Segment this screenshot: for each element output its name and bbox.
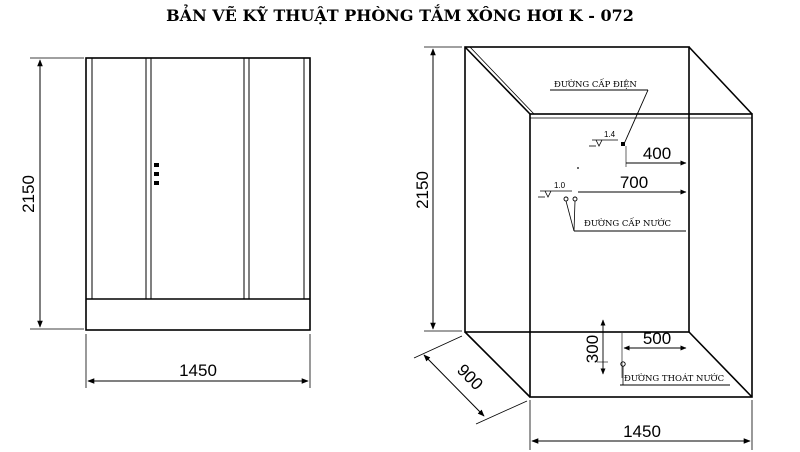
power-line-label: ĐƯỜNG CẤP ĐIỆN [554,77,637,90]
edge-top-left [464,46,531,115]
drain-annotation: 300 500 ĐƯỜNG THOÁT NƯỚC [583,319,730,386]
drain-point [620,361,626,367]
edge-top-right [688,46,753,115]
drain-label: ĐƯỜNG THOÁT NƯỚC [624,372,724,384]
drawing-title: BẢN VẼ KỸ THUẬT PHÒNG TẮM XÔNG HƠI K - 0… [166,2,634,25]
extension-line [475,400,528,425]
front-width-label: 1450 [179,361,217,380]
drain-height-label: 300 [583,335,602,363]
leader-line [565,200,575,232]
power-line-annotation: ĐƯỜNG CẤP ĐIỆN 1.4 400 [550,77,687,167]
drain-offset-label: 500 [643,329,671,348]
front-opening [529,113,753,398]
level-triangle [595,139,603,147]
front-frame [85,57,311,331]
edge-bottom-left [464,331,531,398]
water-supply-annotation: 1.0 700 ĐƯỜNG CẤP NƯỚC [538,167,687,232]
perspective-depth-label: 900 [453,360,486,393]
power-height-label: 1.4 [604,130,616,139]
water-supply-label: ĐƯỜNG CẤP NƯỚC [584,216,671,229]
back-frame [464,46,690,333]
front-height-label: 2150 [19,175,38,213]
leader-line [623,89,649,145]
perspective-height-label: 2150 [413,171,432,209]
hot-water-point [563,196,569,202]
power-offset-label: 400 [643,144,671,163]
water-height-label: 1.0 [554,181,566,190]
water-offset-label: 700 [620,173,648,192]
edge-bottom-right [688,331,753,398]
cold-water-point [572,196,578,202]
edge-top-left-inner [469,46,535,115]
door-handle [154,163,159,185]
depth-dimension-line [423,354,485,417]
reference-dot [577,167,579,169]
level-triangle [544,190,552,198]
front-view: 2150 1450 [19,57,311,388]
extension-line [413,335,463,359]
perspective-view: 2150 900 1450 ĐƯỜNG CẤP ĐIỆN 1.4 400 [413,46,753,450]
perspective-width-label: 1450 [623,422,661,441]
power-outlet-marker [621,142,625,146]
leader-line [573,200,576,232]
